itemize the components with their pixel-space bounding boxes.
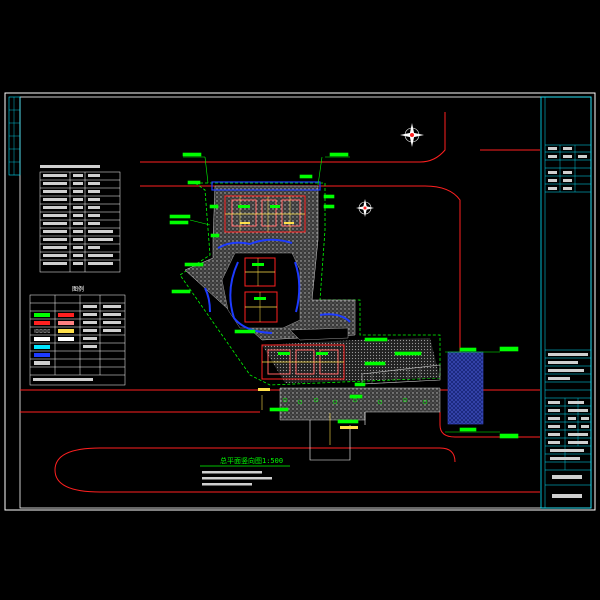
site-paving	[184, 185, 441, 421]
binding-strip	[8, 96, 21, 176]
compass-rose-icon	[356, 199, 374, 217]
building-north	[224, 195, 306, 233]
drawing-scale: 1:500	[262, 457, 283, 465]
planting	[282, 397, 428, 405]
drawing-title: 总平面竖向图	[220, 456, 262, 465]
inner-lawns	[221, 252, 349, 341]
elevation-callouts	[169, 152, 519, 439]
legend-box: 图例	[29, 285, 126, 386]
top-roads	[140, 112, 540, 375]
sheet-border-outer	[4, 92, 596, 511]
entrance-ramp	[361, 364, 441, 385]
east-parking-area	[447, 351, 484, 425]
drawing-title-block: 总平面竖向图 1:500	[200, 456, 290, 486]
leader-lines	[261, 395, 366, 461]
title-block	[540, 96, 592, 509]
building-south	[261, 344, 345, 380]
north-arrow-icon	[400, 123, 424, 147]
building-labels	[238, 205, 328, 355]
technical-index-table	[39, 165, 121, 273]
building-middle	[244, 257, 278, 323]
legend-title: 图例	[72, 285, 84, 293]
north-building-band	[211, 181, 321, 191]
garden-paths	[204, 238, 351, 334]
